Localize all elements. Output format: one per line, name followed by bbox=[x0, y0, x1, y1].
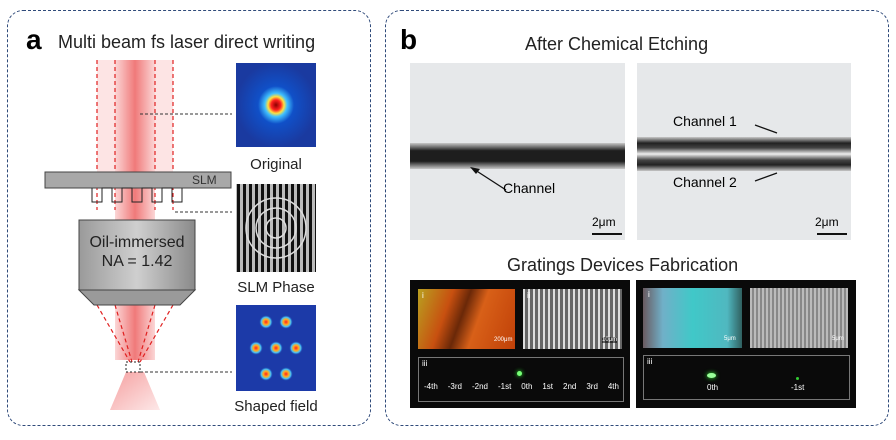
original-label: Original bbox=[250, 156, 302, 173]
gratings-title: Gratings Devices Fabrication bbox=[507, 255, 739, 275]
scale-bar-left: 2μm bbox=[592, 215, 616, 229]
objective-label-1: Oil-immersed bbox=[89, 234, 185, 251]
slm-label: SLM bbox=[192, 173, 217, 187]
objective-tip bbox=[77, 289, 197, 306]
objective-label-2: NA = 1.42 bbox=[101, 253, 173, 270]
objective-body bbox=[78, 219, 196, 291]
slm-phase-label: SLM Phase bbox=[237, 279, 315, 296]
etching-title: After Chemical Etching bbox=[525, 34, 709, 54]
panel-a-letter: a bbox=[26, 24, 42, 55]
grating-device-right: i 5μm 5μm iii 0th -1st bbox=[636, 280, 856, 408]
focus-cone bbox=[110, 372, 160, 410]
slm-pixels bbox=[91, 187, 183, 203]
optical-image-i bbox=[643, 288, 742, 348]
shaped-field-label: Shaped field bbox=[234, 398, 318, 415]
slm-plate bbox=[44, 171, 232, 189]
original-beam-image bbox=[236, 63, 316, 147]
channel-label: Channel bbox=[503, 180, 556, 196]
channel-2-label: Channel 2 bbox=[673, 174, 737, 190]
grating-device-left: i 200μm ii 10μm iii -4th -3rd -2nd -1st … bbox=[410, 280, 630, 408]
sem-image-ii bbox=[750, 288, 848, 348]
slm-phase-image bbox=[236, 184, 316, 272]
scale-bar-right: 2μm bbox=[815, 215, 839, 229]
diffraction-pattern-iii: iii -4th -3rd -2nd -1st 0th 1st 2nd 3rd … bbox=[418, 357, 624, 402]
focus-box bbox=[125, 361, 141, 373]
panel-b-letter: b bbox=[400, 24, 418, 55]
laser-setup-diagram bbox=[44, 60, 316, 410]
diffraction-orders: -4th -3rd -2nd -1st 0th 1st 2nd 3rd 4th bbox=[424, 382, 619, 391]
laser-beam bbox=[115, 60, 155, 360]
optical-image-i bbox=[418, 289, 515, 349]
etched-channel-image-right: Channel 1 Channel 2 2μm bbox=[637, 63, 851, 240]
channel-1-label: Channel 1 bbox=[673, 113, 737, 129]
etched-channel-image-left: Channel 2μm bbox=[410, 63, 625, 240]
panel-b bbox=[385, 10, 889, 426]
diffraction-pattern-iii: iii 0th -1st bbox=[643, 355, 850, 400]
panel-a bbox=[7, 10, 371, 426]
panel-a-title: Multi beam fs laser direct writing bbox=[58, 32, 316, 52]
